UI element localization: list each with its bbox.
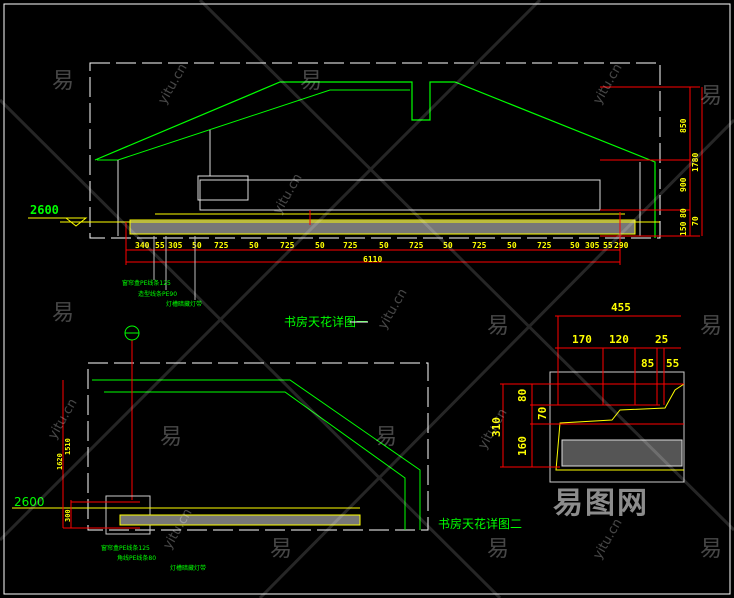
svg-text:易: 易 xyxy=(487,537,509,562)
dimension-label: 850 xyxy=(679,118,688,133)
svg-text:易: 易 xyxy=(375,425,397,450)
dimension-label: 725 xyxy=(280,241,295,250)
ceiling-section xyxy=(119,514,361,526)
dimension-label: 70 xyxy=(691,216,700,226)
detail-dim: 55 xyxy=(666,357,679,370)
svg-text:易: 易 xyxy=(487,314,509,339)
roof-inner xyxy=(97,89,410,161)
detail-frame xyxy=(549,371,685,483)
annotation-note: 灯槽暗藏灯带 xyxy=(170,564,206,572)
molding-profile xyxy=(555,383,685,471)
detail-dim: 85 xyxy=(641,357,654,370)
ceiling-board xyxy=(561,439,683,467)
dimension-label: 725 xyxy=(472,241,487,250)
dimension-label: 1620 xyxy=(56,453,64,470)
molding-detail: 455 170 120 25 85 55 310 80 70 160 xyxy=(490,301,685,483)
roof-outline xyxy=(94,81,656,238)
detail-dim: 25 xyxy=(655,333,668,346)
detail-dim: 170 xyxy=(572,333,592,346)
svg-text:yitu.cn: yitu.cn xyxy=(375,286,410,332)
dimension-label: 305 xyxy=(585,241,600,250)
roof-inner xyxy=(104,391,406,530)
annotation-note: 灯槽暗藏灯带 xyxy=(166,300,202,308)
detail-dim: 70 xyxy=(536,407,549,420)
dimension-label: 50 xyxy=(507,241,517,250)
watermark-chars: 易易 易易 易易 易易 易易 易 xyxy=(52,69,722,562)
roof-outline xyxy=(92,379,421,530)
dimension-lines xyxy=(500,315,684,468)
dimension-label: 725 xyxy=(409,241,424,250)
ceiling-detail-2: 2600 1620 1510 300 窗帘盒PE线条125 角线PE线条80 灯… xyxy=(12,325,522,572)
dimension-lines xyxy=(62,380,140,529)
total-width-label: 6110 xyxy=(363,255,382,264)
svg-text:易: 易 xyxy=(160,425,182,450)
dimension-label: 50 xyxy=(379,241,389,250)
svg-text:易: 易 xyxy=(700,314,722,339)
detail-total-width: 455 xyxy=(611,301,631,314)
dimension-label: 50 xyxy=(315,241,325,250)
leader-lines xyxy=(153,236,196,300)
svg-text:易: 易 xyxy=(270,537,292,562)
dimension-label: 80 xyxy=(679,208,688,218)
detail-dim: 160 xyxy=(516,436,529,456)
svg-text:yitu.cn: yitu.cn xyxy=(155,61,190,107)
dimension-label: 50 xyxy=(192,241,202,250)
level-triangle-icon xyxy=(28,217,88,227)
level-marker: 2600 xyxy=(30,203,59,217)
dimension-label: 305 xyxy=(168,241,183,250)
detail-dim: 80 xyxy=(516,389,529,402)
dimension-label: 150 xyxy=(679,221,688,236)
svg-text:yitu.cn: yitu.cn xyxy=(475,406,510,452)
bottom-dimension-labels: 340 55 305 50 725 50 725 50 725 50 725 5… xyxy=(135,241,629,250)
drawing-title-1: 书房天花详图一 xyxy=(284,314,368,329)
dimension-label: 725 xyxy=(537,241,552,250)
dimension-label: 725 xyxy=(343,241,358,250)
dimension-label: 725 xyxy=(214,241,229,250)
annotation-note: 窗帘盒PE线条125 xyxy=(122,279,171,287)
svg-text:易: 易 xyxy=(52,301,74,326)
annotation-note: 造型线条PE90 xyxy=(138,290,177,298)
watermark-logo: 易图网 xyxy=(553,486,649,521)
dimension-label: 340 xyxy=(135,241,150,250)
left-dimension-labels: 1620 1510 300 xyxy=(56,438,72,522)
annotation-note: 角线PE线条80 xyxy=(117,554,156,562)
sheet-border xyxy=(3,3,731,595)
detail-dim: 120 xyxy=(609,333,629,346)
dimension-label: 55 xyxy=(603,241,613,250)
ceiling-section xyxy=(129,219,636,235)
svg-text:易: 易 xyxy=(52,69,74,94)
dimension-label: 50 xyxy=(249,241,259,250)
dimension-label: 900 xyxy=(679,177,688,192)
svg-text:yitu.cn: yitu.cn xyxy=(590,61,625,107)
section-frame xyxy=(87,362,429,531)
detail-dimension-labels: 455 170 120 25 85 55 310 80 70 160 xyxy=(490,301,679,456)
section-frame xyxy=(89,62,661,239)
dimension-label: 55 xyxy=(155,241,165,250)
svg-text:易: 易 xyxy=(700,537,722,562)
dimension-lines xyxy=(125,86,703,265)
dimension-label: 1780 xyxy=(691,153,700,172)
svg-text:yitu.cn: yitu.cn xyxy=(160,506,195,552)
dimension-label: 1510 xyxy=(64,438,72,455)
annotation-notes: 窗帘盒PE线条125 角线PE线条80 灯槽暗藏灯带 xyxy=(101,544,206,572)
fixture-box xyxy=(197,175,249,201)
dimension-label: 290 xyxy=(614,241,629,250)
detail-height: 310 xyxy=(490,417,503,437)
drawing-title-2: 书房天花详图二 xyxy=(438,516,522,531)
level-marker: 2600 xyxy=(14,495,45,509)
svg-text:易: 易 xyxy=(700,84,722,109)
annotation-note: 窗帘盒PE线条125 xyxy=(101,544,150,552)
svg-text:yitu.cn: yitu.cn xyxy=(590,516,625,562)
dimension-label: 300 xyxy=(64,509,72,522)
dimension-label: 50 xyxy=(570,241,580,250)
svg-text:易: 易 xyxy=(300,69,322,94)
ceiling-detail-1: 2600 340 55 305 50 725 50 725 50 725 50 … xyxy=(28,62,703,329)
annotation-notes: 窗帘盒PE线条125 造型线条PE90 灯槽暗藏灯带 xyxy=(122,279,202,308)
dimension-label: 50 xyxy=(443,241,453,250)
light-trough xyxy=(199,179,601,211)
right-dimension-labels: 850 900 80 150 1780 70 xyxy=(679,118,700,236)
